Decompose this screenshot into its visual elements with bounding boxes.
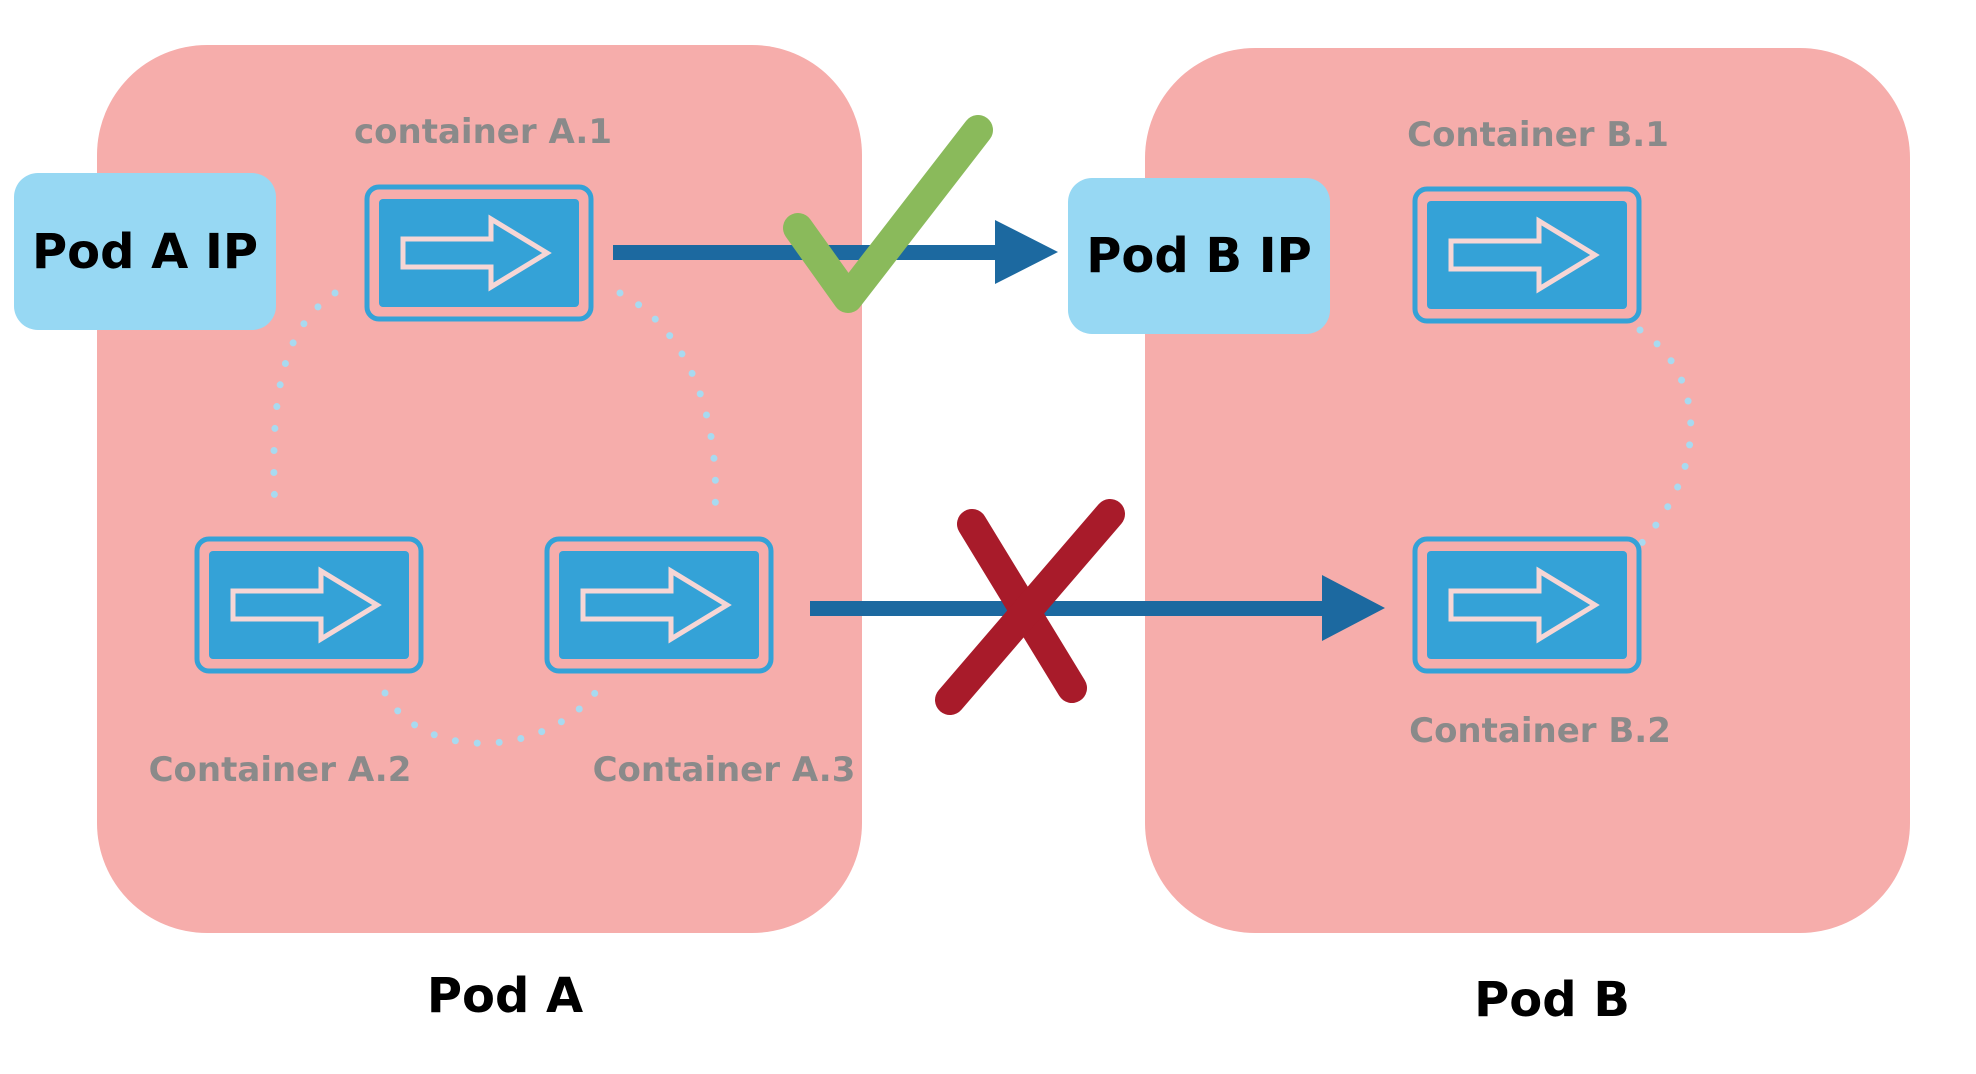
container-a1-label: container A.1 (354, 112, 612, 152)
pod-b-box (1145, 48, 1910, 933)
container-b1-label: Container B.1 (1407, 115, 1669, 155)
container-a3-label: Container A.3 (593, 750, 856, 790)
container-a3-icon (547, 539, 771, 671)
cross-icon (935, 499, 1125, 715)
pod-a-label: Pod A (427, 968, 583, 1024)
container-b1-icon (1415, 189, 1639, 321)
pod-a-ip-label: Pod A IP (32, 224, 258, 280)
container-b2-icon (1415, 539, 1639, 671)
pod-b-ip-badge: Pod B IP (1068, 178, 1330, 334)
container-b2-label: Container B.2 (1409, 711, 1671, 751)
pod-a-ip-badge: Pod A IP (14, 173, 276, 330)
pod-a-box (97, 45, 862, 933)
pod-b-dotted-link (1636, 326, 1695, 549)
container-a1-icon (367, 187, 591, 319)
pod-a-dotted-link-left (270, 289, 339, 514)
pod-b-label: Pod B (1474, 972, 1630, 1028)
arrow-a3-to-b2 (810, 575, 1385, 641)
pod-b-ip-label: Pod B IP (1086, 228, 1312, 284)
container-a2-icon (197, 539, 421, 671)
container-a2-label: Container A.2 (149, 750, 412, 790)
checkmark-icon (783, 115, 993, 313)
